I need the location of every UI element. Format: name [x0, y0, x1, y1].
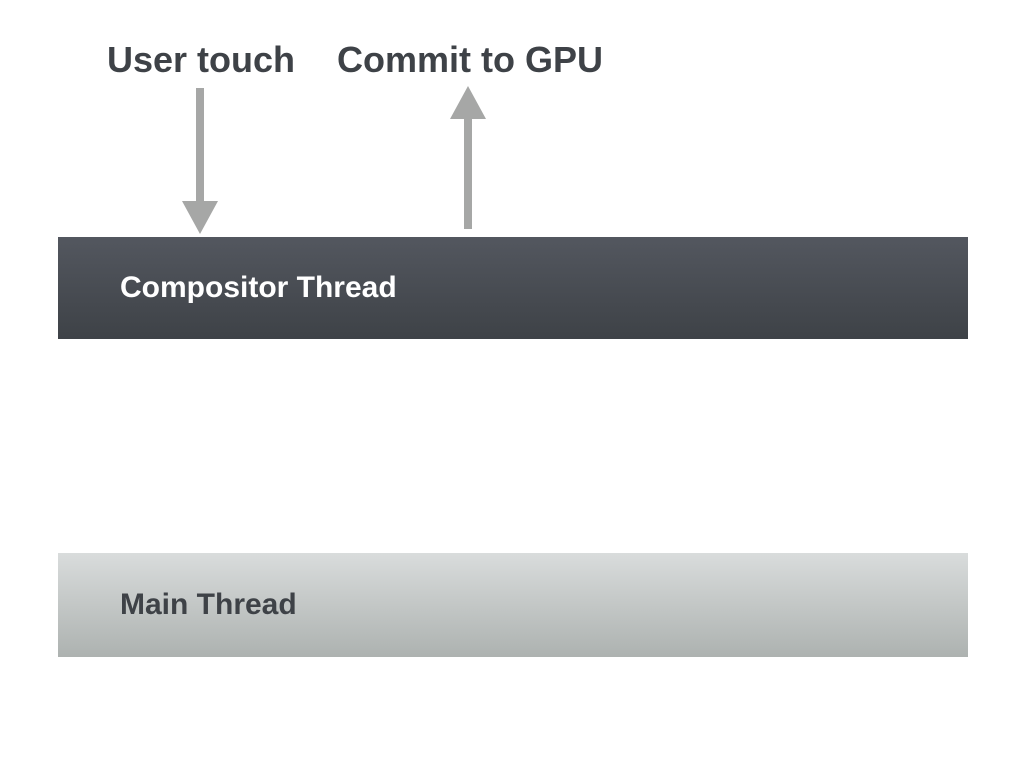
- arrow-down-icon: [182, 88, 218, 234]
- arrow-up-icon: [450, 86, 486, 229]
- user-touch-label: User touch: [106, 39, 296, 80]
- main-thread-bar: Main Thread: [58, 553, 968, 657]
- arrow-up-shape: [450, 86, 486, 229]
- arrow-down-shape: [182, 88, 218, 234]
- compositor-thread-label: Compositor Thread: [120, 271, 397, 304]
- main-thread-label: Main Thread: [120, 588, 297, 621]
- commit-to-gpu-label: Commit to GPU: [337, 39, 603, 80]
- compositor-thread-bar: Compositor Thread: [58, 237, 968, 339]
